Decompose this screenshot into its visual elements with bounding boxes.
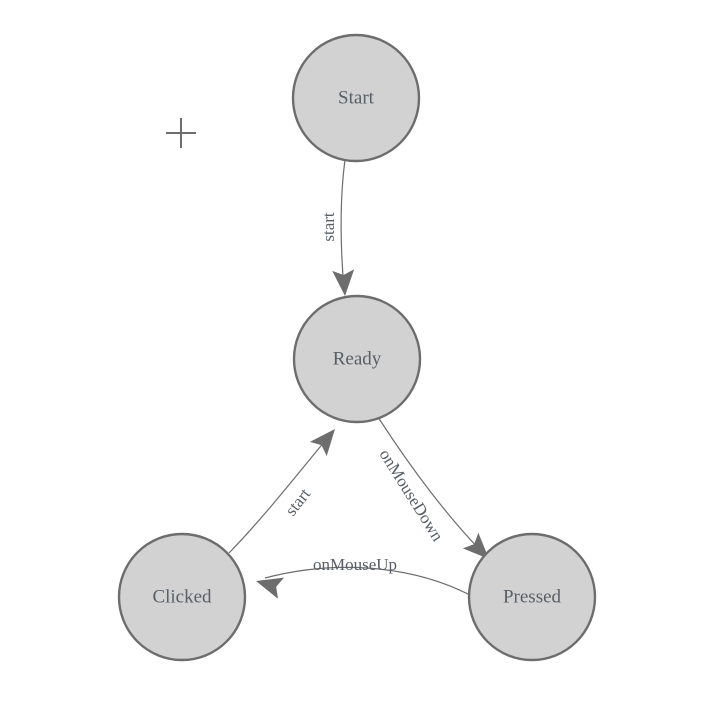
edge-label-ready-to-pressed[interactable]: onMouseDown <box>376 446 448 545</box>
arrowhead-ready-to-pressed <box>462 532 489 559</box>
node-label-ready: Ready <box>333 348 382 369</box>
edge-label-clicked-to-ready[interactable]: start <box>281 484 314 519</box>
node-label-start: Start <box>338 87 375 108</box>
edge-ready-to-pressed[interactable] <box>377 416 483 553</box>
edge-start-to-ready[interactable] <box>340 159 346 289</box>
node-label-clicked: Clicked <box>152 586 212 607</box>
node-pressed[interactable]: Pressed <box>467 532 597 662</box>
edge-label-start-to-ready[interactable]: start <box>319 212 338 242</box>
crosshair-marker[interactable] <box>166 118 196 148</box>
node-circle-start[interactable] <box>291 33 421 163</box>
node-circle-ready[interactable] <box>292 294 422 424</box>
edge-pressed-to-clicked[interactable] <box>264 566 471 596</box>
node-circle-pressed[interactable] <box>467 532 597 662</box>
node-circle-clicked[interactable] <box>117 532 247 662</box>
markers-layer <box>166 118 196 148</box>
node-label-pressed: Pressed <box>503 586 562 607</box>
edge-clicked-to-ready[interactable] <box>228 435 330 554</box>
node-ready[interactable]: Ready <box>292 294 422 424</box>
arrowheads-layer <box>256 269 489 599</box>
arrowhead-clicked-to-ready <box>309 429 335 456</box>
arrowhead-start-to-ready <box>332 269 355 296</box>
node-clicked[interactable]: Clicked <box>117 532 247 662</box>
edge-label-pressed-to-clicked[interactable]: onMouseUp <box>313 555 397 574</box>
node-start[interactable]: Start <box>291 33 421 163</box>
arrowhead-pressed-to-clicked <box>256 577 285 599</box>
